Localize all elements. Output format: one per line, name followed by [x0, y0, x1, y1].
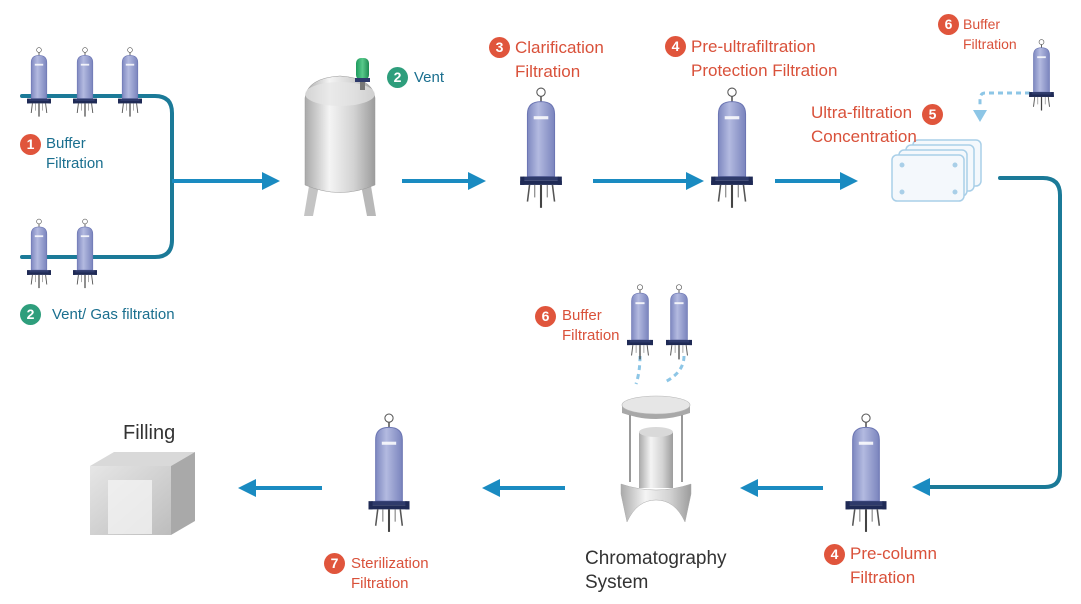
arrow-to-pre-uf	[593, 172, 704, 190]
uf-line2: Concentration	[811, 127, 917, 146]
cartridge-filter-icon	[1028, 38, 1055, 112]
vent-filter-icon	[355, 58, 370, 90]
cartridge-filter-icon	[26, 46, 52, 118]
pipe-buffer-filters	[20, 94, 174, 259]
buffer-filtration-line1: Buffer	[46, 135, 86, 152]
vent-gas-filtration-label: Vent/ Gas filtration	[52, 306, 175, 323]
buffer-mid-line2: Filtration	[562, 327, 620, 344]
arrow-to-sterilization	[482, 479, 565, 497]
stage-7-badge: 7	[324, 553, 345, 574]
dashed-arrow-head	[973, 110, 987, 122]
flow-arrows	[172, 172, 930, 497]
stage-6-top-badge: 6	[938, 14, 959, 35]
buffer-mid-label: Buffer Filtration	[562, 306, 620, 346]
pre-column-line1: Pre-column	[850, 544, 937, 563]
arrow-to-chromatography	[740, 479, 823, 497]
chromatography-column-icon	[620, 395, 692, 523]
pipe-uf-to-precolumn	[928, 176, 1062, 489]
cartridge-filter-icon	[710, 86, 754, 209]
arrow-to-precolumn-end	[912, 478, 930, 496]
dashed-buffer-to-chromatography-2	[664, 355, 686, 384]
clarification-label: Clarification Filtration	[515, 36, 604, 84]
cartridge-filter-icon	[665, 283, 693, 361]
buffer-top-line2: Filtration	[963, 36, 1017, 52]
cartridge-filter-icon	[367, 412, 411, 533]
chromatography-line1: Chromatography	[585, 548, 727, 569]
pipes	[20, 94, 1062, 489]
uf-concentration-label: Ultra-filtration Concentration	[811, 101, 917, 149]
uf-line1: Ultra-filtration	[811, 103, 913, 122]
arrow-to-filling	[238, 479, 322, 497]
cartridge-filter-icon	[26, 218, 52, 289]
dashed-buffer-to-uf	[978, 91, 1030, 108]
uf-cassette-icon	[891, 139, 982, 202]
filling-box-icon	[90, 452, 195, 535]
sterilization-line1: Sterilization	[351, 555, 429, 572]
arrow-to-tank	[172, 172, 280, 190]
stage-6-mid-badge: 6	[535, 306, 556, 327]
cartridge-filter-icon	[72, 46, 98, 118]
stainless-tank-icon	[304, 75, 376, 216]
arrow-to-clarification	[402, 172, 486, 190]
clarification-line2: Filtration	[515, 62, 581, 81]
buffer-top-label: Buffer Filtration	[963, 14, 1017, 54]
cartridge-filter-icon	[117, 46, 143, 118]
clarification-line1: Clarification	[515, 38, 604, 57]
chromatography-line2: System	[585, 572, 649, 593]
buffer-filtration-label: Buffer Filtration	[46, 134, 104, 174]
pre-uf-line1: Pre-ultrafiltration	[691, 37, 816, 56]
cartridge-filter-icon	[519, 86, 563, 209]
stage-5-badge: 5	[922, 104, 943, 125]
stage-1-badge: 1	[20, 134, 41, 155]
stage-4-pre-uf-badge: 4	[665, 36, 686, 57]
stage-2-gas-badge: 2	[20, 304, 41, 325]
pre-uf-line2: Protection Filtration	[691, 61, 838, 80]
sterilization-line2: Filtration	[351, 575, 409, 592]
vent-label: Vent	[414, 69, 445, 86]
filling-label: Filling	[123, 422, 176, 444]
cartridge-filter-icon	[72, 218, 98, 289]
buffer-mid-line1: Buffer	[562, 307, 602, 324]
arrow-to-uf	[775, 172, 858, 190]
sterilization-label: Sterilization Filtration	[351, 554, 429, 594]
pre-uf-label: Pre-ultrafiltration Protection Filtratio…	[691, 35, 837, 83]
cartridge-filter-icon	[626, 283, 654, 361]
stage-4-pre-column-badge: 4	[824, 544, 845, 565]
buffer-top-line1: Buffer	[963, 16, 1001, 32]
chromatography-label: Chromatography System	[585, 547, 727, 595]
cartridge-filter-icon	[844, 412, 888, 533]
buffer-filtration-line2: Filtration	[46, 155, 104, 172]
stage-2-vent-badge: 2	[387, 67, 408, 88]
stage-3-badge: 3	[489, 37, 510, 58]
dashed-buffer-to-chromatography-1	[634, 355, 642, 385]
pre-column-line2: Filtration	[850, 568, 916, 587]
pre-column-label: Pre-column Filtration	[850, 542, 937, 590]
